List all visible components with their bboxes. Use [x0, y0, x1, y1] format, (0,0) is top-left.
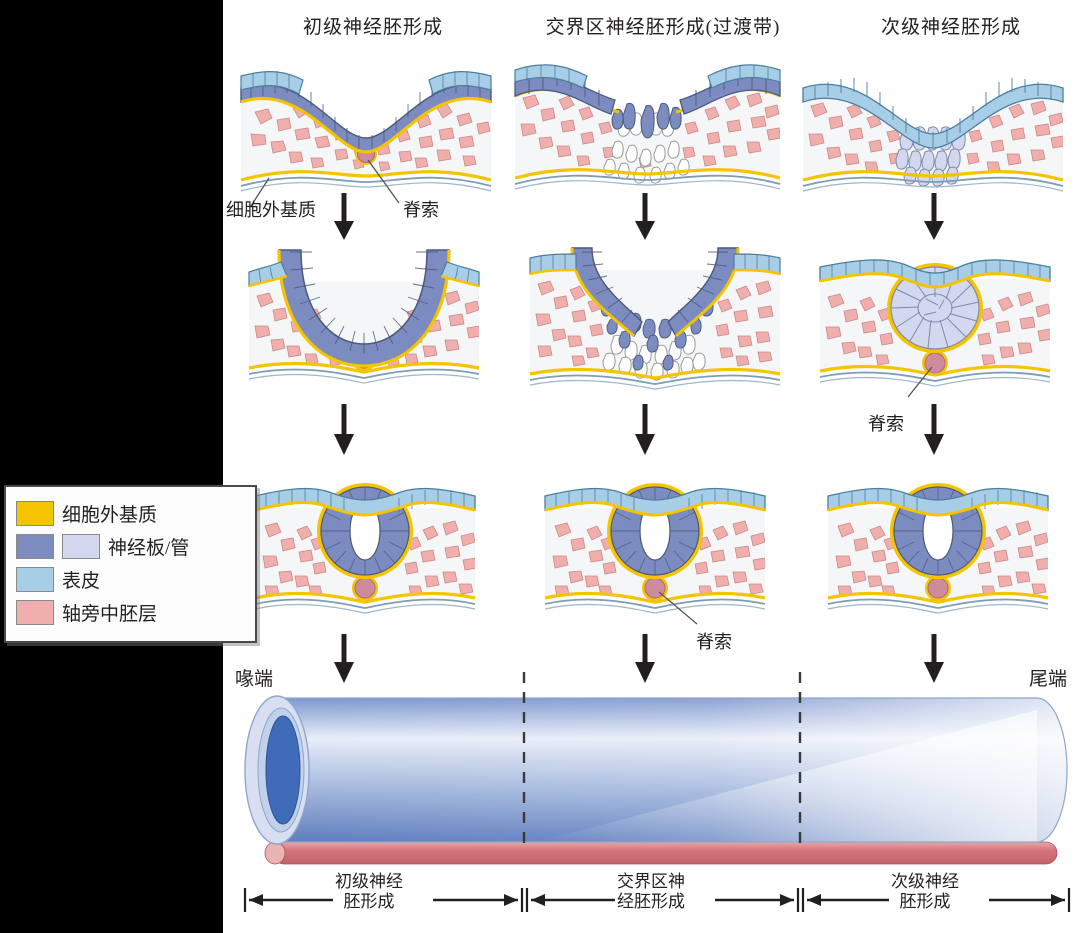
- diagram-secondary-row2: [819, 259, 1051, 398]
- column-title-secondary: 次级神经胚形成: [880, 17, 1021, 38]
- segment-junctional-line1: 交界区神: [617, 872, 685, 891]
- legend-swatch-paraxial-mesoderm: [16, 600, 54, 625]
- flow-arrow-junctional-1: [635, 193, 655, 240]
- segment-secondary-line2: 胚形成: [899, 891, 951, 911]
- axis-label-rostral: 喙端: [235, 669, 274, 690]
- neural-tube-3d: [244, 672, 1068, 865]
- annotation-notochord-col2-row3: 脊索: [696, 632, 732, 652]
- extent-measure-bar: [243, 886, 1071, 914]
- diagram-secondary-row3: [827, 483, 1049, 614]
- diagram-primary-row2: [248, 249, 480, 384]
- flow-arrow-primary-3: [334, 634, 354, 683]
- flow-arrow-junctional-3: [635, 634, 655, 683]
- column-title-junctional: 交界区神经胚形成(过渡带): [545, 17, 781, 38]
- legend-swatch-neural-tube: [62, 534, 100, 559]
- segment-primary-line2: 胚形成: [343, 891, 395, 911]
- segment-junctional-line2: 经胚形成: [617, 891, 685, 911]
- legend-box: 细胞外基质 神经板/管 表皮 轴旁中胚层: [4, 485, 257, 643]
- legend-item-neural-plate-tube: 神经板/管: [16, 530, 255, 563]
- legend-item-paraxial-mesoderm: 轴旁中胚层: [16, 596, 255, 629]
- diagram-junctional-row1: [514, 64, 781, 190]
- legend-swatch-epidermis: [16, 567, 54, 592]
- flow-arrow-secondary-3: [924, 634, 944, 683]
- flow-arrow-junctional-2: [635, 404, 655, 455]
- legend-label-paraxial-mesoderm: 轴旁中胚层: [62, 604, 158, 625]
- annotation-notochord-row1: 脊索: [403, 200, 439, 220]
- flow-arrow-primary-1: [334, 193, 354, 240]
- segment-primary-line1: 初级神经: [335, 872, 403, 891]
- segment-secondary-line1: 次级神经: [891, 872, 959, 891]
- axis-label-caudal: 尾端: [1029, 669, 1068, 690]
- segment-label-primary: 初级神经 胚形成: [319, 872, 419, 911]
- segment-label-junctional: 交界区神 经胚形成: [601, 872, 701, 911]
- legend-label-ecm: 细胞外基质: [62, 505, 158, 526]
- legend-swatch-neural-plate: [16, 534, 54, 559]
- diagram-secondary-row1: [802, 78, 1064, 192]
- annotation-notochord-col3-row2: 脊索: [868, 414, 904, 434]
- legend-swatch-ecm: [16, 501, 54, 526]
- flow-arrow-secondary-1: [924, 193, 944, 240]
- flow-arrow-secondary-2: [924, 404, 944, 455]
- annotation-ecm: 细胞外基质: [226, 200, 316, 220]
- legend-label-epidermis: 表皮: [62, 571, 101, 592]
- segment-label-secondary: 次级神经 胚形成: [875, 872, 975, 911]
- column-title-primary: 初级神经胚形成: [302, 17, 443, 38]
- diagram-junctional-row3: [544, 483, 766, 625]
- diagram-primary-row1: [240, 71, 492, 207]
- legend-item-ecm: 细胞外基质: [16, 497, 255, 530]
- content-panel: 初级神经胚形成 交界区神经胚形成(过渡带) 次级神经胚形成: [223, 0, 1089, 933]
- diagram-primary-row3: [254, 483, 476, 614]
- legend-item-epidermis: 表皮: [16, 563, 255, 596]
- flow-arrow-primary-2: [334, 404, 354, 455]
- legend-label-neural-plate-tube: 神经板/管: [108, 538, 190, 559]
- diagram-junctional-row2: [529, 247, 781, 390]
